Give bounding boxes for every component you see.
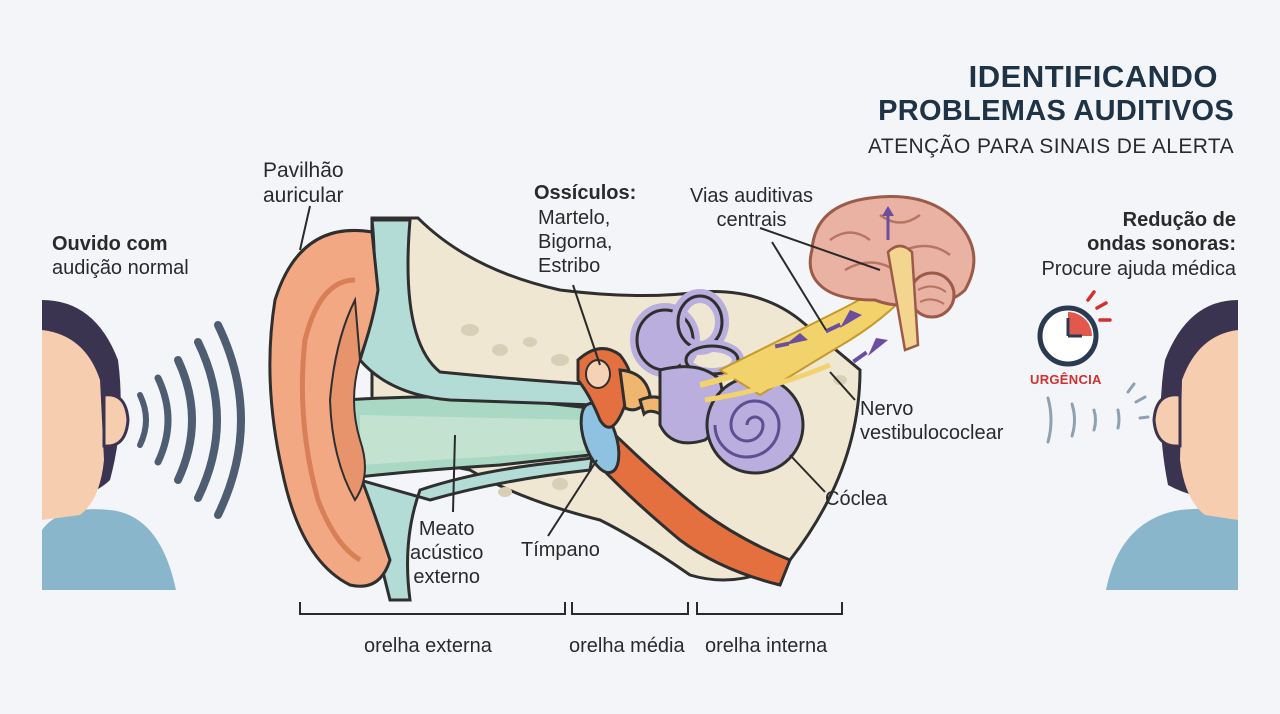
section-externa: orelha externa bbox=[364, 635, 492, 657]
left-person bbox=[42, 300, 176, 590]
label-coclea: Cóclea bbox=[825, 488, 888, 510]
left-person-ear bbox=[102, 393, 130, 448]
left-person-face bbox=[42, 330, 104, 520]
section-media: orelha média bbox=[569, 635, 685, 657]
right-person-face bbox=[1180, 330, 1238, 520]
cochlea bbox=[705, 375, 805, 475]
section-brackets bbox=[299, 602, 843, 615]
label-meato: Meato acústico externo bbox=[410, 518, 484, 588]
right-heading-2: ondas sonoras: bbox=[1087, 233, 1236, 255]
title-line-1: IDENTIFICANDO bbox=[968, 59, 1218, 94]
section-interna: orelha interna bbox=[705, 635, 828, 657]
right-heading-1: Redução de bbox=[1122, 209, 1236, 231]
title-line-2: PROBLEMAS AUDITIVOS bbox=[878, 95, 1234, 127]
right-text: Procure ajuda médica bbox=[1041, 258, 1236, 280]
weak-waves-icon bbox=[1046, 382, 1150, 444]
label-ossiculos-title: Ossículos: bbox=[534, 182, 637, 204]
label-timpano: Tímpano bbox=[521, 539, 600, 561]
label-ossiculos-list: Martelo, Bigorna, Estribo bbox=[538, 207, 613, 277]
leader-lines bbox=[299, 205, 881, 537]
brain-icon bbox=[808, 195, 976, 352]
clock-icon bbox=[1037, 305, 1099, 367]
sound-waves-icon bbox=[137, 321, 245, 519]
subtitle: ATENÇÃO PARA SINAIS DE ALERTA bbox=[868, 135, 1234, 158]
urgency-label: URGÊNCIA bbox=[1030, 372, 1102, 387]
alert-marks-icon bbox=[1086, 290, 1112, 322]
label-nervo: Nervo vestibulococlear bbox=[860, 398, 1004, 444]
canal-wall-lower bbox=[357, 456, 594, 602]
signal-arrows bbox=[774, 310, 888, 364]
left-heading: Ouvido com bbox=[52, 233, 168, 255]
right-person-shirt bbox=[1106, 508, 1238, 590]
left-text: audição normal bbox=[52, 257, 189, 279]
left-person-shirt bbox=[42, 509, 176, 590]
pinna bbox=[268, 228, 392, 588]
right-person-ear bbox=[1152, 393, 1182, 448]
right-person bbox=[1106, 300, 1238, 590]
label-pavilhao: Pavilhão auricular bbox=[263, 159, 344, 208]
eustachian-tube bbox=[583, 417, 792, 587]
label-vias: Vias auditivas centrais bbox=[690, 185, 814, 231]
